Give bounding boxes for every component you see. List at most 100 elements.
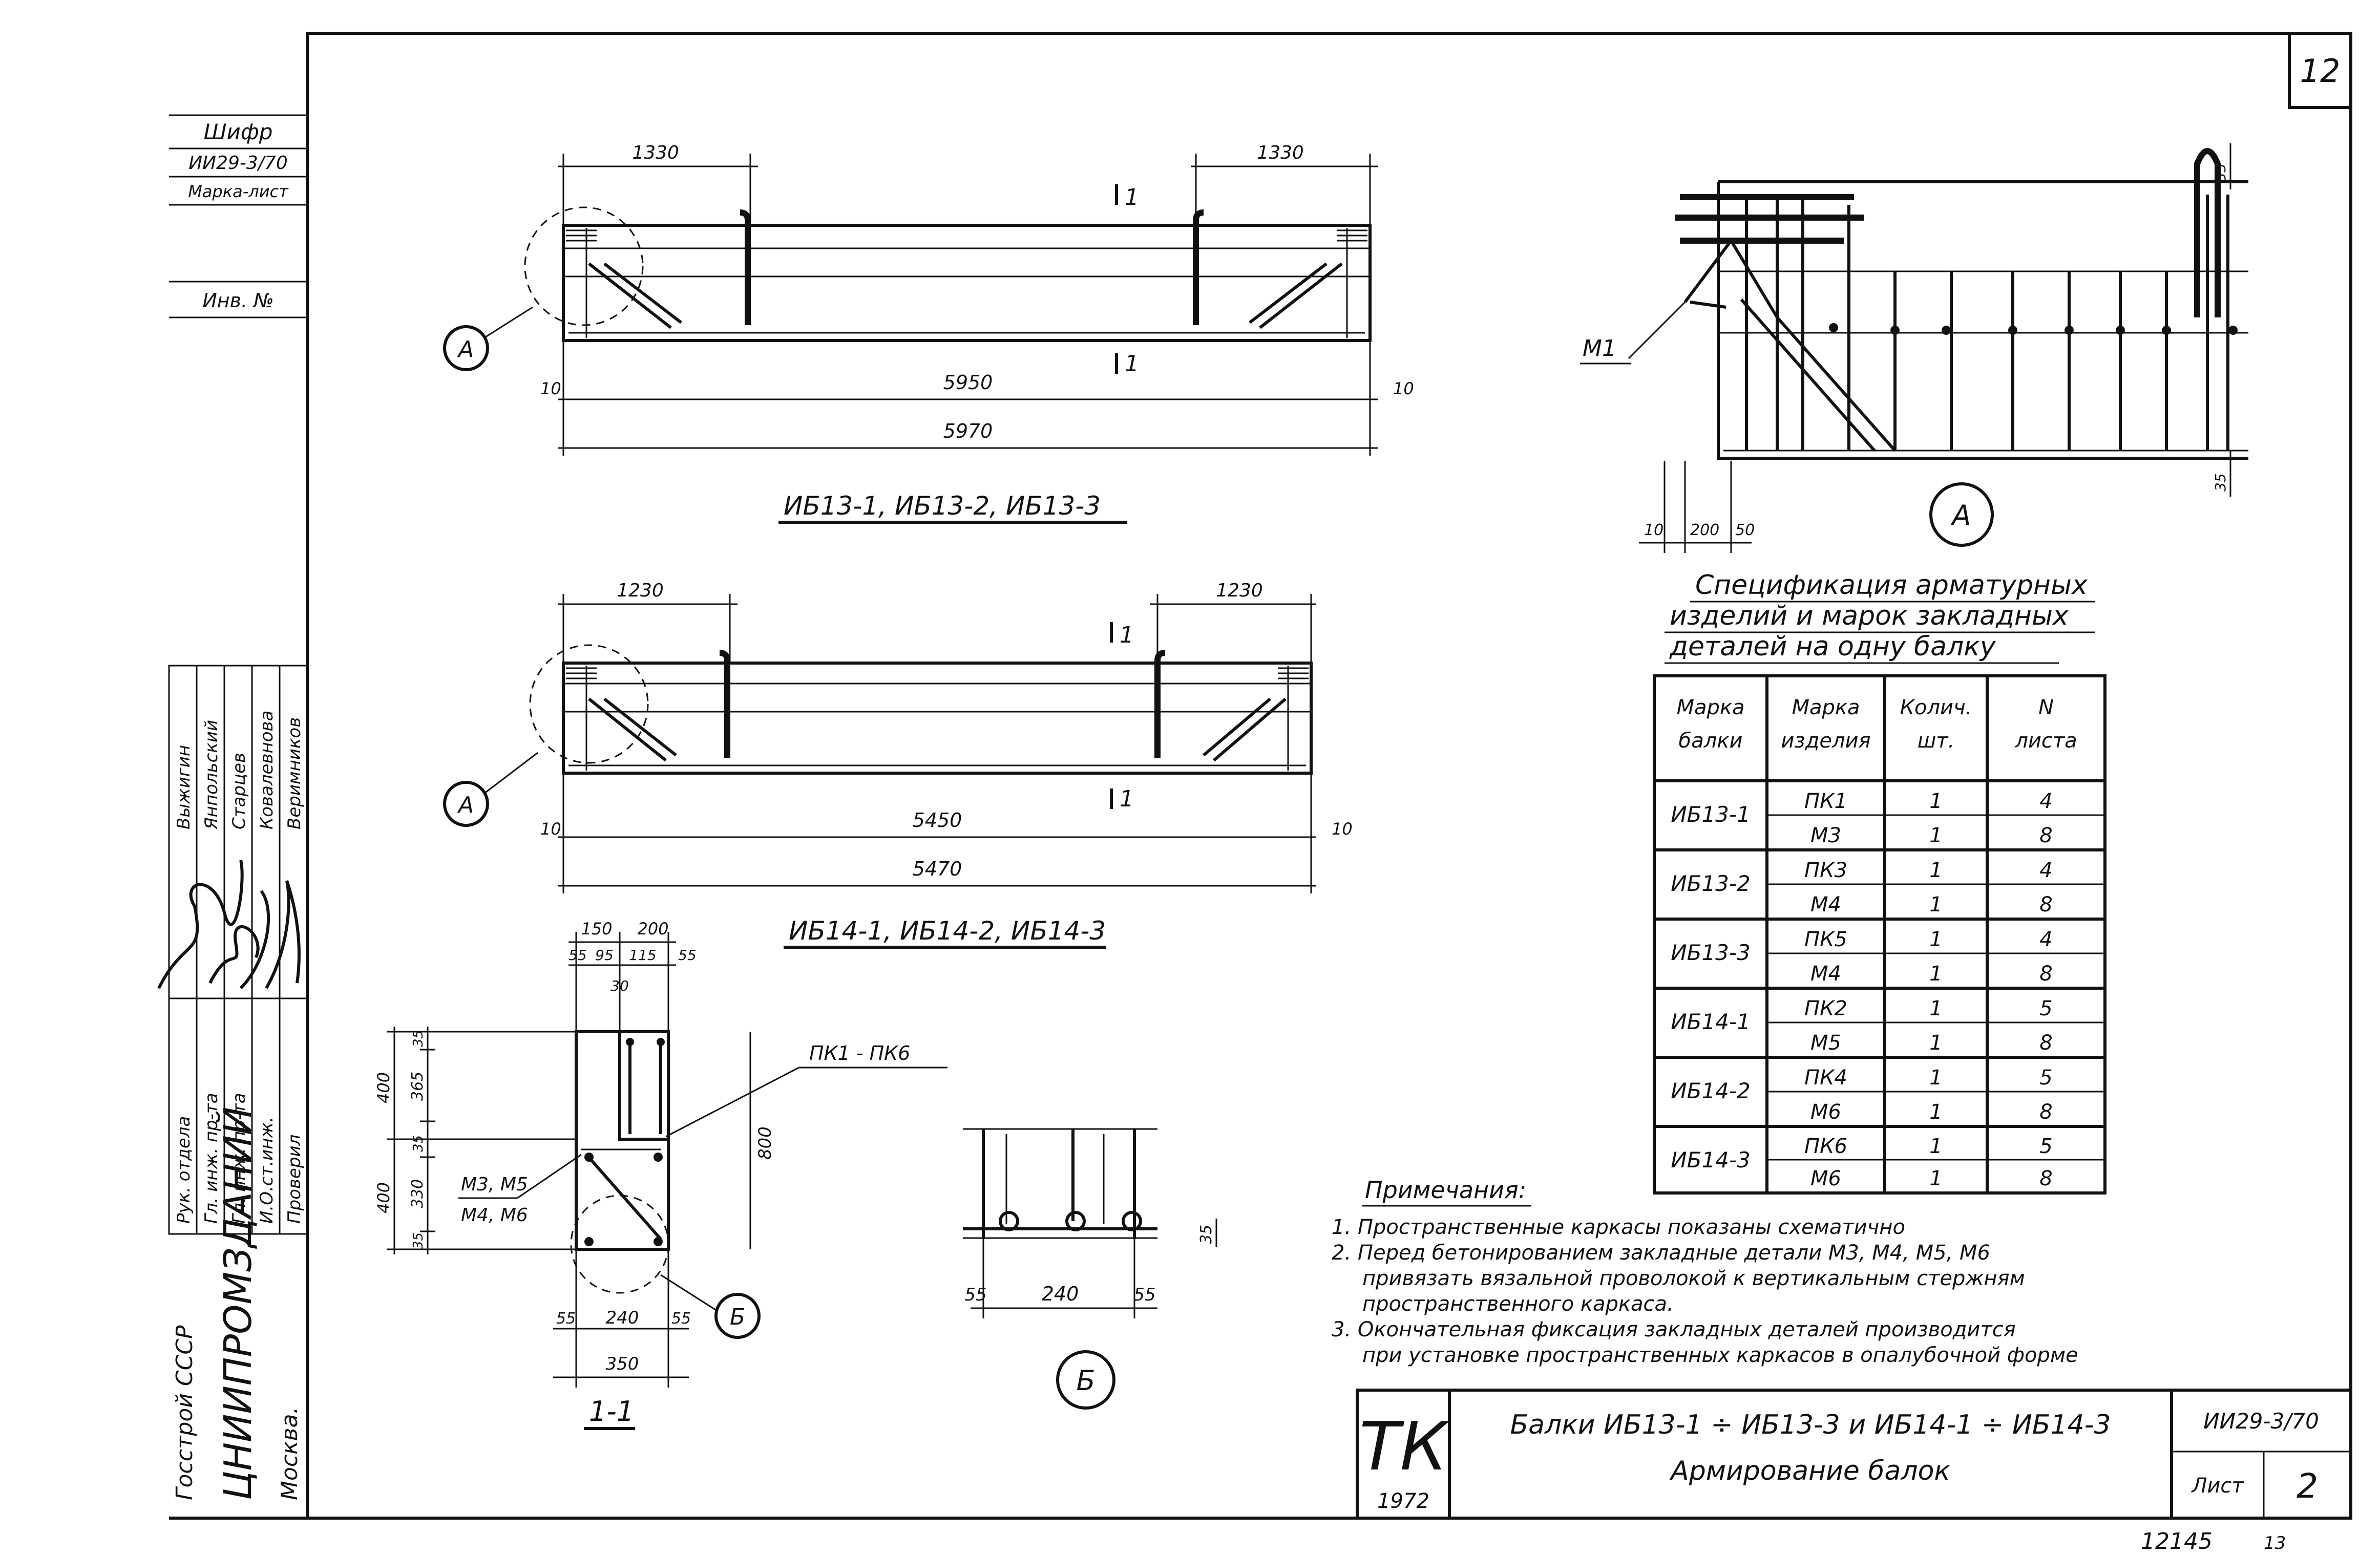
spec-r2-qty: 1 [1929, 824, 1942, 847]
spec-title-line3: деталей на одну балку [1669, 631, 1996, 662]
spec-r5-sheet: 4 [2039, 928, 2052, 951]
beam1-section-mark-top: 1 [1125, 184, 1139, 210]
spec-h3b: шт. [1918, 729, 1955, 753]
spec-r9-qty: 1 [1929, 1066, 1942, 1090]
sec-left-outer-1: 400 [374, 1072, 393, 1103]
sec-embed-bottom: М4, М6 [461, 1205, 528, 1226]
spec-beam-5: ИБ14-2 [1671, 1078, 1751, 1103]
spec-beam-3: ИБ13-3 [1671, 940, 1751, 965]
spec-r8-qty: 1 [1929, 1031, 1942, 1055]
spec-h4a: N [2038, 696, 2054, 719]
shifr-label: Шифр [204, 119, 273, 144]
organization-block: Госстрой СССР ЦНИИПРОМЗДАНИЙ Москва. [172, 1107, 303, 1500]
spec-r6-qty: 1 [1929, 962, 1942, 986]
sig-role-1: Рук. отдела [174, 1116, 194, 1224]
beam2-dim-inner: 5450 [913, 809, 962, 832]
beam1-elevation: А 1 1 1330 1330 5950 5970 10 10 ИБ13-1, … [443, 142, 1414, 524]
sec-sub-dim-2: 95 [595, 947, 614, 964]
footer: 12145 13 [2141, 1528, 2286, 1554]
detail-B: 55 240 55 35 Б [963, 1128, 1217, 1410]
spec-r12-sheet: 8 [2039, 1167, 2052, 1190]
spec-table: Спецификация арматурных изделий и марок … [1653, 570, 2107, 1195]
spec-h2a: Марка [1792, 696, 1860, 719]
signature-block: Рук. отдела Гл. инж. пр-та Гл. инж. пр-т… [157, 665, 308, 1235]
sec-left-inner-5: 35 [411, 1232, 426, 1249]
sec-bottom-total: 350 [606, 1354, 639, 1374]
signature-scribbles [157, 860, 301, 990]
section-callout-B: Б [730, 1304, 745, 1330]
beam2-section-mark-top: 1 [1120, 622, 1134, 648]
spec-h2b: изделия [1781, 729, 1870, 753]
spec-beam-2: ИБ13-2 [1671, 871, 1751, 896]
beam2-dim-left: 1230 [617, 580, 664, 601]
footer-inv: 12145 [2141, 1528, 2213, 1554]
spec-r7-qty: 1 [1929, 997, 1942, 1020]
sec-top-dim-2: 200 [637, 919, 668, 939]
sig-role-5: Проверил [284, 1135, 305, 1224]
detail-B-dim-1: 55 [964, 1285, 986, 1305]
spec-r5-item: ПК5 [1804, 928, 1847, 951]
spec-r3-item: ПК3 [1804, 859, 1847, 882]
spec-r7-sheet: 5 [2039, 997, 2052, 1020]
beam1-dim-end-left: 10 [540, 379, 561, 398]
note-line-6: при установке пространственных каркасов … [1362, 1344, 2078, 1367]
org-line1: Госстрой СССР [172, 1325, 198, 1500]
title-code: ИИ29-3/70 [2203, 1409, 2319, 1434]
beam2-callout-A: А [457, 792, 474, 818]
beam1-dim-end-right: 10 [1393, 379, 1414, 398]
spec-r11-sheet: 5 [2039, 1135, 2052, 1158]
side-stamp: Шифр ИИ29-3/70 Марка-лист Инв. № [169, 114, 307, 667]
note-line-2: 2. Перед бетонированием закладные детали… [1332, 1241, 1990, 1265]
detail-A-dim-35-bottom: 35 [2212, 473, 2229, 492]
sig-name-4: Ковалевнова [257, 711, 277, 829]
sec-sub-dim-1: 55 [568, 947, 587, 964]
sec-left-inner-3: 35 [411, 1135, 426, 1152]
detail-A-dim-1: 10 [1644, 521, 1663, 539]
title-line2: Армирование балок [1669, 1456, 1950, 1486]
spec-r8-sheet: 8 [2039, 1031, 2052, 1055]
spec-header: Марка балки Марка изделия Колич. шт. N л… [1676, 696, 2077, 753]
spec-h4b: листа [2014, 729, 2077, 753]
title-list-label: Лист [2191, 1474, 2244, 1498]
spec-title-line2: изделий и марок закладных [1670, 601, 2069, 631]
spec-title-line1: Спецификация арматурных [1695, 570, 2088, 601]
sec-bottom-dim-2: 240 [606, 1308, 639, 1328]
note-line-5: 3. Окончательная фиксация закладных дета… [1332, 1318, 2016, 1341]
beam1-section-mark-bottom: 1 [1125, 351, 1139, 377]
spec-r9-item: ПК4 [1804, 1066, 1847, 1090]
spec-r6-item: М4 [1810, 962, 1841, 986]
spec-r11-item: ПК6 [1804, 1135, 1847, 1158]
sig-role-3: Гл. инж. пр-та [229, 1093, 249, 1224]
sec-left-outer-2: 400 [374, 1182, 393, 1213]
sec-left-inner-4: 330 [409, 1179, 427, 1208]
spec-r3-qty: 1 [1929, 859, 1942, 882]
spec-r2-sheet: 8 [2039, 824, 2052, 847]
note-line-3: привязать вязальной проволокой к вертика… [1362, 1267, 2025, 1290]
title-line1: Балки ИБ13-1 ÷ ИБ13-3 и ИБ14-1 ÷ ИБ14-3 [1510, 1410, 2111, 1440]
org-line2: ЦНИИПРОМЗДАНИЙ [215, 1107, 260, 1500]
spec-r6-sheet: 8 [2039, 962, 2052, 986]
inv-label: Инв. № [202, 289, 273, 312]
spec-r10-sheet: 8 [2039, 1100, 2052, 1124]
spec-beam-4: ИБ14-1 [1671, 1009, 1751, 1034]
beam2-dim-total: 5470 [913, 858, 962, 880]
spec-r11-qty: 1 [1929, 1135, 1942, 1158]
detail-A-dim-2: 200 [1690, 521, 1719, 539]
detail-A: М1 35 35 10 200 50 А [1580, 143, 2248, 553]
spec-r1-sheet: 4 [2039, 790, 2052, 813]
beam1-dim-left: 1330 [632, 142, 679, 163]
spec-r10-qty: 1 [1929, 1100, 1942, 1124]
beam1-dim-right: 1330 [1257, 142, 1304, 163]
beam2-title: ИБ14-1, ИБ14-2, ИБ14-3 [789, 916, 1106, 946]
section-1-1: Б 150 200 55 95 115 55 30 400 400 35 365… [374, 919, 947, 1430]
sec-bottom-dim-3: 55 [671, 1310, 691, 1328]
beam2-dim-right: 1230 [1216, 580, 1263, 601]
spec-h1b: балки [1679, 729, 1743, 753]
detail-B-label: Б [1076, 1365, 1095, 1397]
detail-B-dim-2: 240 [1042, 1283, 1079, 1305]
beam1-title: ИБ13-1, ИБ13-2, ИБ13-3 [784, 491, 1101, 521]
spec-r1-item: ПК1 [1804, 790, 1847, 813]
footer-page: 13 [2264, 1533, 2286, 1553]
beam1-dim-inner: 5950 [943, 371, 993, 394]
